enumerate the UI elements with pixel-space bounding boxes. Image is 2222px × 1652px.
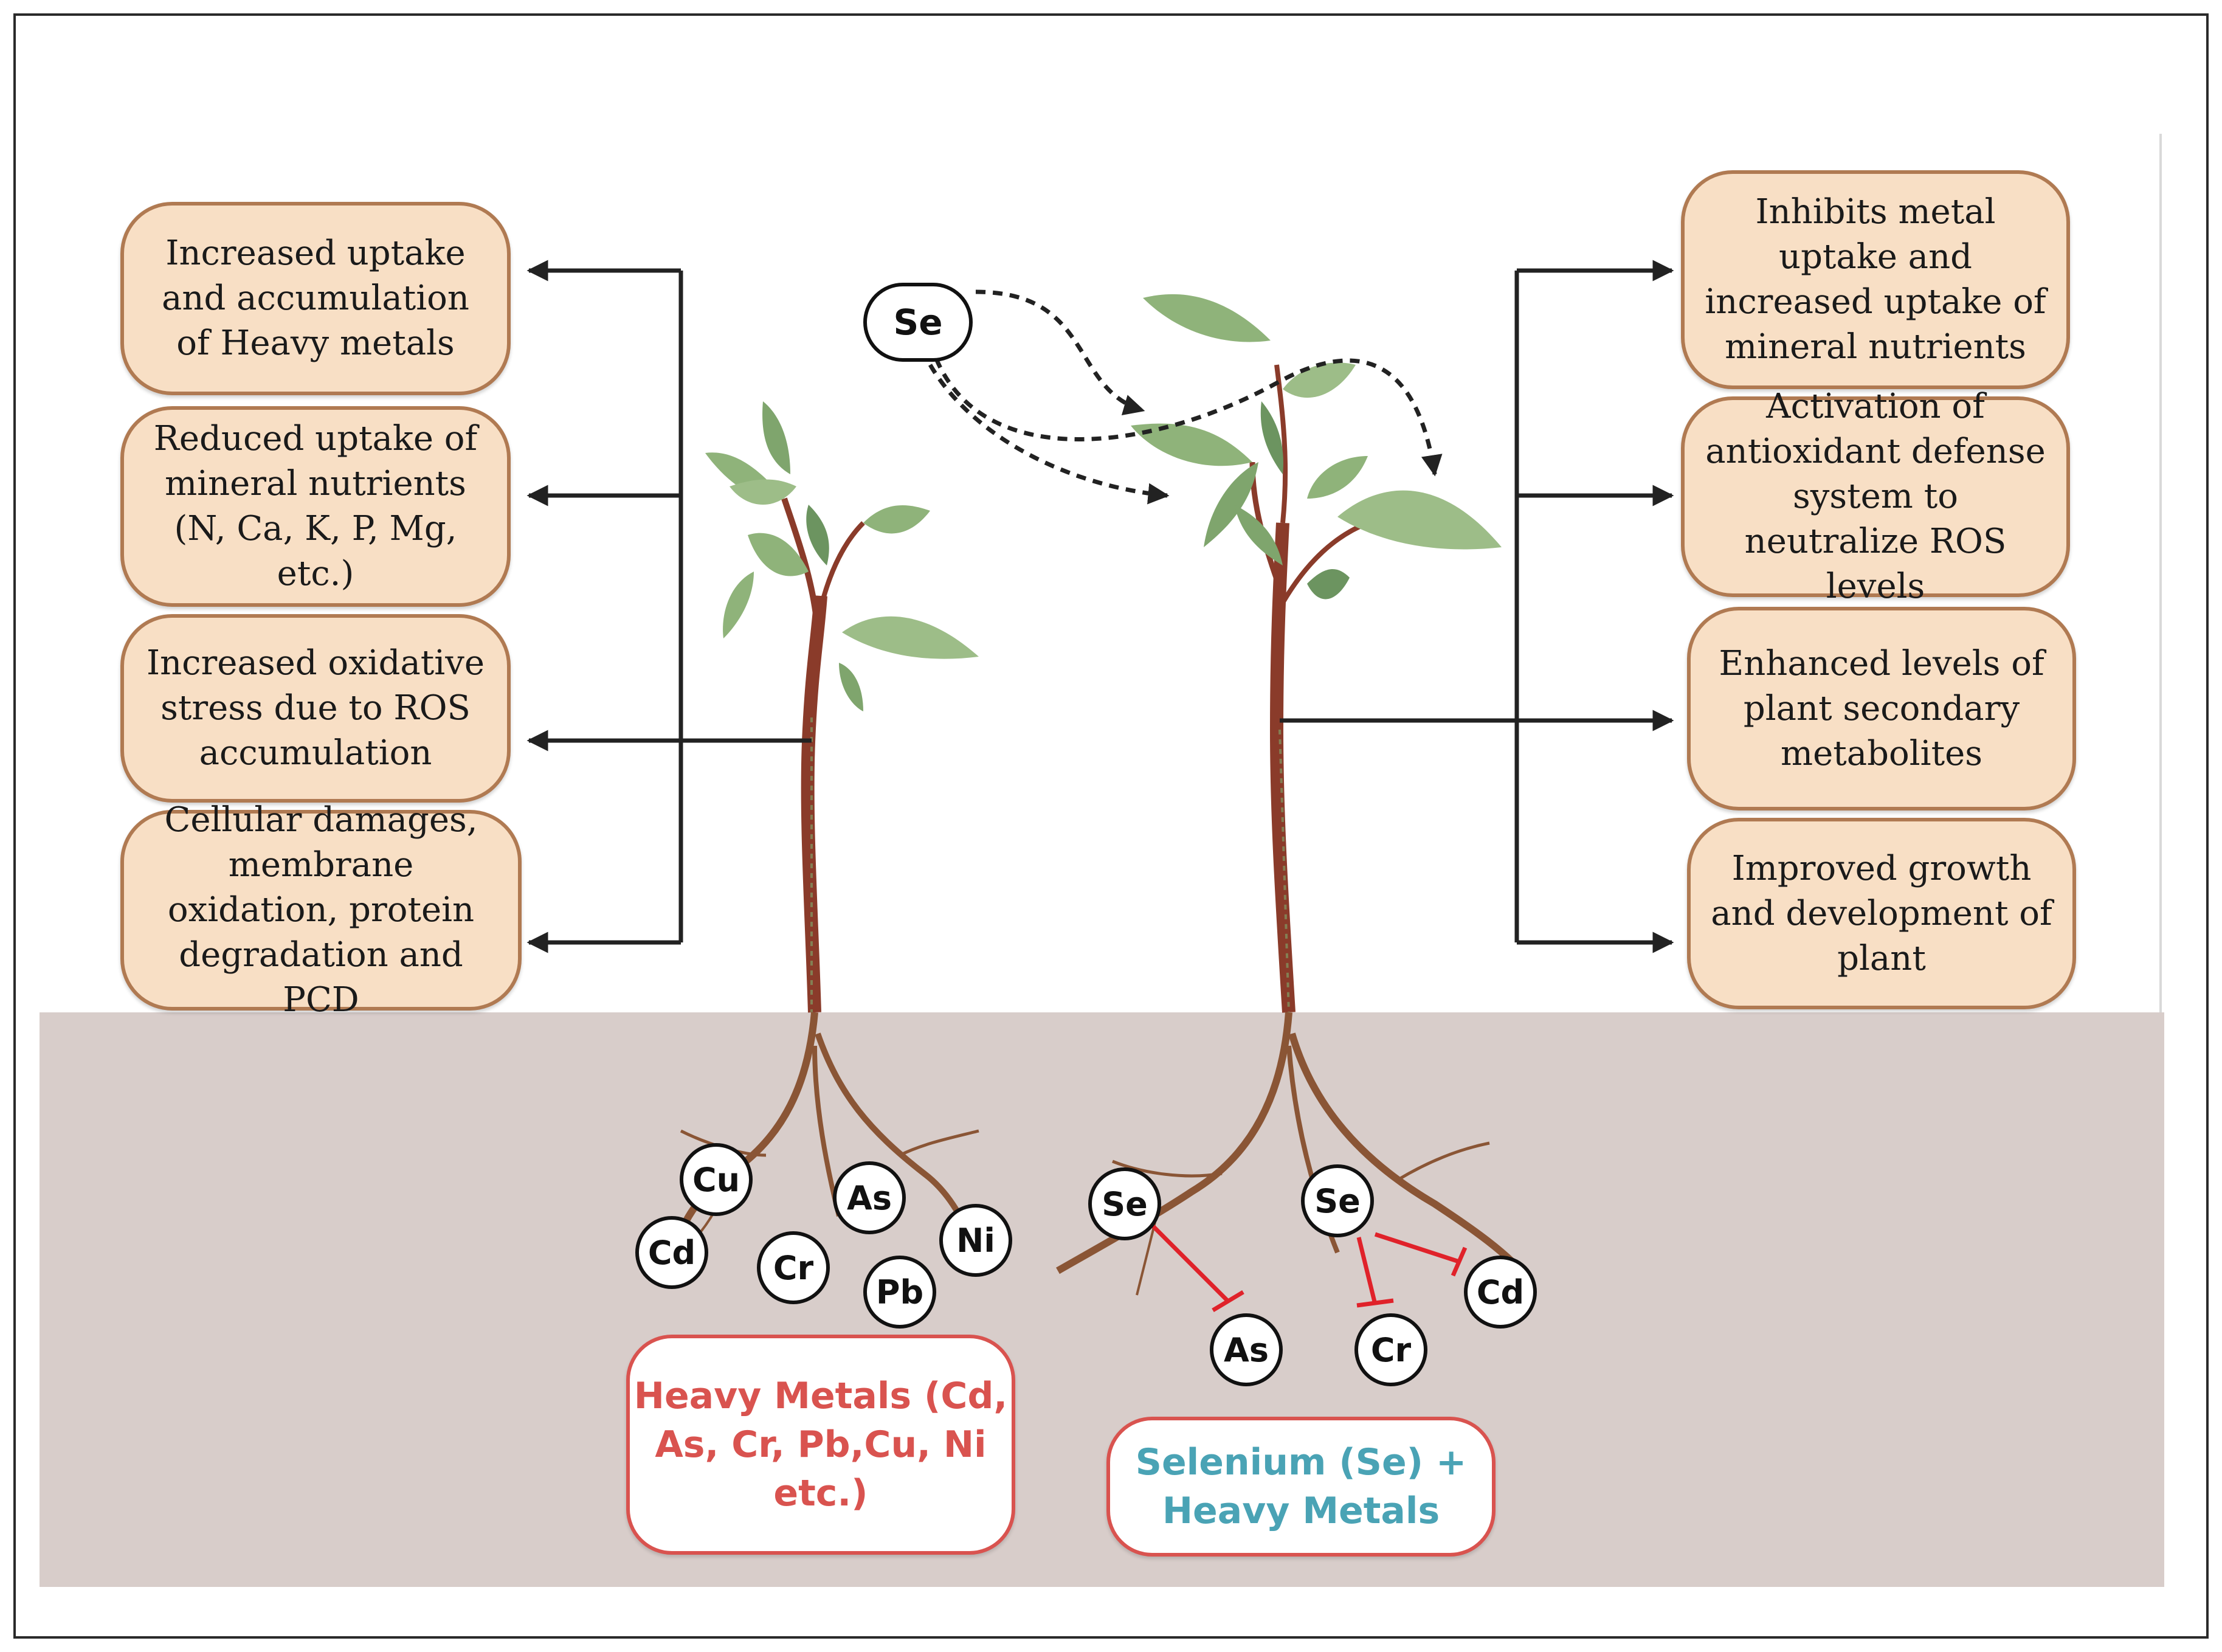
right-effect-box-4: Improved growth and development of plant (1687, 818, 2076, 1009)
ion-ni: Ni (939, 1204, 1012, 1277)
right-effect-box-2: Activation of antioxidant defense system… (1681, 387, 2070, 606)
right-effect-box-3: Enhanced levels of plant secondary metab… (1687, 607, 2076, 810)
ion-se-root-1: Se (1088, 1167, 1161, 1240)
heavy-metals-label: Heavy Metals (Cd, As, Cr, Pb,Cu, Ni etc.… (626, 1335, 1015, 1555)
ion-cu: Cu (680, 1143, 753, 1216)
figure-frame (13, 13, 2209, 1639)
soil-background (40, 1012, 2164, 1587)
ion-se-root-2: Se (1301, 1164, 1374, 1237)
left-plant (671, 401, 979, 1254)
ion-as-right: As (1210, 1313, 1283, 1386)
se-dashed-arrows (928, 289, 1443, 505)
inhibition-lines (1147, 1220, 1468, 1313)
selenium-ion-top: Se (863, 283, 973, 362)
selenium-heavy-metals-label: Selenium (Se) + Heavy Metals (1106, 1417, 1496, 1557)
left-effect-box-3: Increased oxidative stress due to ROS ac… (120, 614, 511, 803)
right-arrow-bracket (1280, 260, 1674, 953)
ion-cr-right: Cr (1354, 1313, 1427, 1386)
right-plant (1056, 294, 1535, 1296)
left-arrow-bracket (526, 260, 812, 953)
ion-as-left: As (833, 1161, 906, 1234)
right-effect-box-1: Inhibits metal uptake and increased upta… (1681, 170, 2070, 389)
ion-cd-right: Cd (1464, 1256, 1537, 1329)
left-effect-box-2: Reduced uptake of mineral nutrients (N, … (120, 406, 511, 607)
left-effect-box-4: Cellular damages, membrane oxidation, pr… (120, 800, 522, 1020)
ion-cd-left: Cd (635, 1216, 708, 1289)
ion-cr-left: Cr (757, 1231, 830, 1304)
divider-line (2159, 134, 2162, 1012)
left-effect-box-1: Increased uptake and accumulation of Hea… (120, 202, 511, 395)
ion-pb: Pb (863, 1256, 936, 1329)
